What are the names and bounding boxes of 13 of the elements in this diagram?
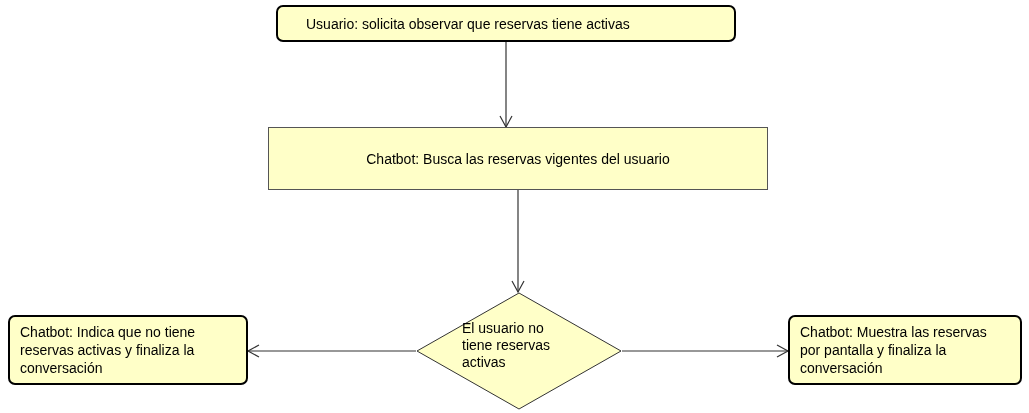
arrow bbox=[499, 41, 513, 128]
end-box bbox=[8, 315, 248, 385]
arrow bbox=[511, 189, 525, 293]
decision-text: El usuario no tiene reservas activas bbox=[462, 320, 551, 371]
node-text: Usuario: solicita observar que reservas tiene activas bbox=[305, 14, 631, 33]
start-box bbox=[276, 5, 736, 42]
process-box bbox=[268, 127, 768, 190]
arrow bbox=[247, 344, 417, 358]
end-box bbox=[788, 315, 1022, 385]
node-text: Chatbot: Indica que no tiene reservas activas y finaliza la conversación bbox=[20, 323, 197, 377]
node-text: Chatbot: Muestra las reservas por pantalla y finaliza la conversación bbox=[800, 323, 988, 377]
node-text: Chatbot: Busca las reservas vigentes del usuario bbox=[366, 149, 670, 168]
arrow bbox=[621, 344, 789, 358]
